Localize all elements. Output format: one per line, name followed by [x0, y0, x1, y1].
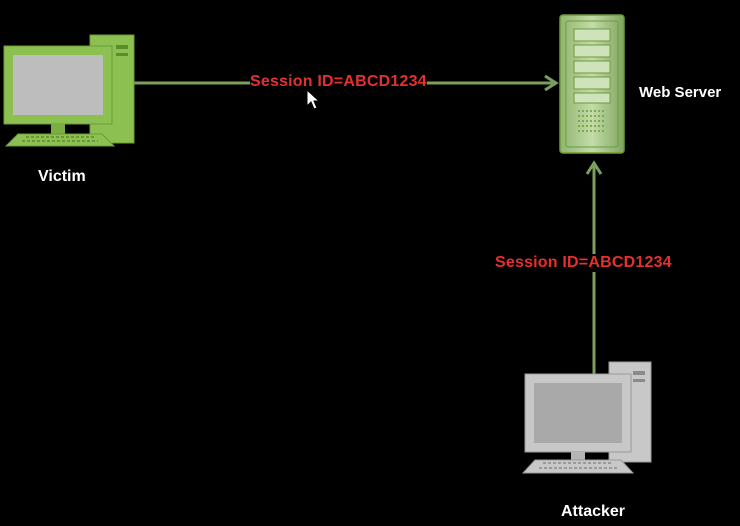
web-server-label: Web Server	[639, 84, 722, 101]
victim-label: Victim	[38, 168, 86, 185]
server-tower-icon	[559, 14, 625, 154]
edge-attacker-to-server	[585, 160, 603, 378]
desktop-computer-icon	[521, 361, 652, 474]
mouse-pointer-icon	[306, 89, 321, 110]
desktop-computer-icon	[3, 34, 135, 147]
session-id-label-attacker: Session ID=ABCD1234	[495, 254, 672, 272]
session-id-label-victim: Session ID=ABCD1234	[250, 73, 427, 91]
attacker-label: Attacker	[561, 503, 626, 520]
